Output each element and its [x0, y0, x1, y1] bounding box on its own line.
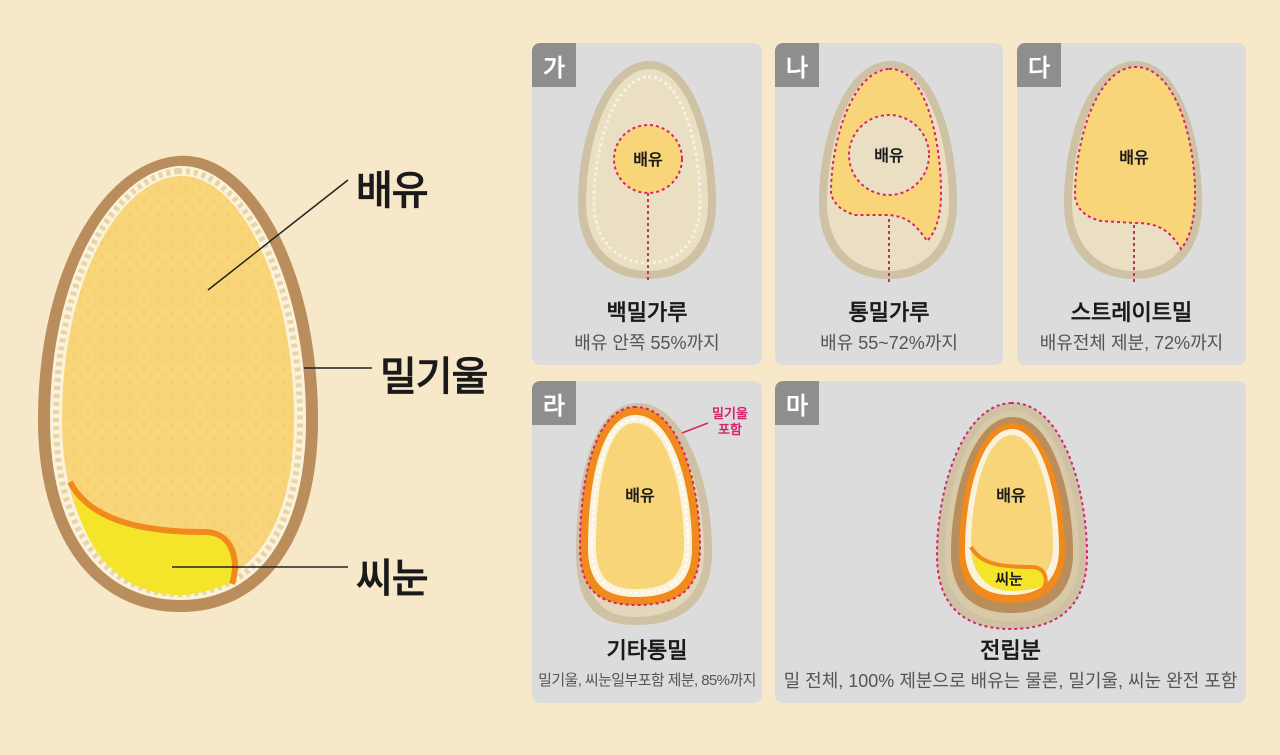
panel-title: 스트레이트밀: [1070, 300, 1193, 325]
panel-tag: 라: [532, 381, 576, 425]
endosperm: [62, 175, 294, 588]
panel-whole-wheat-flour: 배유 나 통밀가루 배유 55~72%까지: [775, 43, 1003, 365]
wheat-kernel-diagram: [38, 155, 372, 613]
panel-other-whole-wheat: 밀기울 포함 배유 라 기타통밀 밀기울, 씨눈일부포함 제분, 85%까지: [532, 381, 762, 703]
label-endosperm: 배유: [356, 169, 429, 213]
panel-whole-grain-flour: 배유 씨눈 마 전립분 밀 전체, 100% 제분으로 배유는 물론, 밀기울,…: [775, 381, 1246, 703]
panel-subtitle: 밀기울, 씨눈일부포함 제분, 85%까지: [538, 672, 756, 689]
panel-subtitle: 밀 전체, 100% 제분으로 배유는 물론, 밀기울, 씨눈 완전 포함: [783, 671, 1238, 691]
panel-inner-label: 배유: [874, 147, 904, 165]
germ-label: 씨눈: [995, 571, 1023, 588]
panel-straight-flour: 배유 다 스트레이트밀 배유전체 제분, 72%까지: [1017, 43, 1246, 365]
panel-title: 통밀가루: [848, 300, 930, 325]
panel-tag: 나: [775, 43, 819, 87]
panel-subtitle: 배유 안쪽 55%까지: [574, 333, 720, 353]
annotation-label: 밀기울: [712, 406, 748, 421]
panel-tag: 가: [532, 43, 576, 87]
panel-white-flour: 배유 가 백밀가루 배유 안쪽 55%까지: [532, 43, 762, 365]
leader-line-endosperm: [207, 179, 349, 291]
panel-tag: 마: [775, 381, 819, 425]
panel-title: 백밀가루: [606, 300, 688, 325]
panel-inner-label: 배유: [625, 487, 655, 505]
annotation-label: 포함: [718, 422, 742, 437]
panel-title: 기타통밀: [606, 638, 688, 663]
panel-subtitle: 배유 55~72%까지: [820, 333, 958, 353]
panel-tag: 다: [1017, 43, 1061, 87]
panel-inner-label: 배유: [633, 151, 663, 169]
panel-inner-label: 배유: [996, 487, 1026, 505]
label-bran: 밀기울: [380, 355, 488, 399]
panel-title: 전립분: [980, 638, 1041, 663]
panel-subtitle: 배유전체 제분, 72%까지: [1039, 333, 1224, 353]
panel-inner-label: 배유: [1119, 149, 1149, 167]
label-germ: 씨눈: [356, 557, 429, 601]
